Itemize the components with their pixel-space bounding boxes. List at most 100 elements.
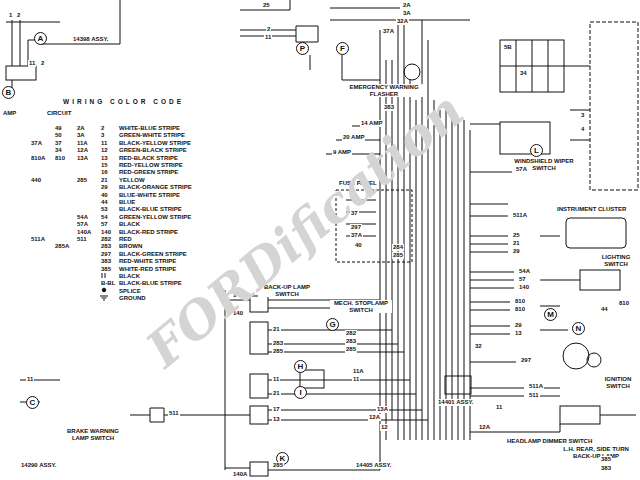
color-code-entry: 810A <box>30 155 46 162</box>
color-code-entry: RED-GREEN STRIPE <box>118 169 179 176</box>
wire-label: 511A <box>528 383 544 390</box>
wire-label: 17 <box>272 406 281 413</box>
wire-label: 34 <box>519 70 528 77</box>
wire-label: 4 <box>580 126 585 133</box>
color-code-entry: 140 <box>100 229 112 236</box>
wire-label: L.H. REAR, SIDE TURN BACK-UP LAMP <box>555 446 637 459</box>
connector-block <box>500 40 564 92</box>
color-code-entry: 140A <box>76 229 92 236</box>
connector-letter: B <box>6 89 12 97</box>
connector-circle: I <box>294 386 307 399</box>
wire-label: 3 <box>580 112 585 119</box>
diagram-label: 2 <box>266 26 271 33</box>
wire <box>20 380 250 422</box>
wire-label: 14 AMP <box>360 120 383 127</box>
connector-letter: G <box>329 321 335 329</box>
color-code-entry: 2 <box>100 125 105 132</box>
connector-letter: M <box>547 311 554 319</box>
housing-outline <box>590 22 638 190</box>
color-code-entry: RED <box>118 236 133 243</box>
splice-symbol <box>102 288 106 292</box>
wire <box>564 66 590 140</box>
color-code-entry: YELLOW <box>118 177 146 184</box>
color-code-entry: GREEN-YELLOW STRIPE <box>118 214 192 221</box>
flasher-symbol <box>404 64 420 80</box>
color-code-entry: SPLICE <box>118 288 142 295</box>
connector-letter: A <box>38 35 44 43</box>
connector-circle: H <box>294 360 307 373</box>
connector-letter: N <box>576 325 582 333</box>
color-code-entry: BLACK-BLUE STRIPE <box>118 206 183 213</box>
color-code-entry: B-BL <box>100 280 116 287</box>
wire-label: 285 <box>272 348 284 355</box>
wire-label: 14290 ASSY. <box>20 462 57 469</box>
color-code-entry: 54A <box>76 214 89 221</box>
wire-label: LIGHTING SWITCH <box>595 254 637 267</box>
connector-letter: P <box>300 45 305 53</box>
wire-label: 2A <box>402 2 412 9</box>
wire-label: 385 <box>600 456 612 463</box>
wire-label: 44 <box>600 306 609 313</box>
dimmer-switch <box>560 406 600 424</box>
color-code-entry: 511A <box>30 236 46 243</box>
wire-label: 511 <box>528 392 540 399</box>
ignition-switch <box>563 343 589 369</box>
connector-block <box>500 40 564 92</box>
wire <box>6 0 120 95</box>
color-code-entry: 49 <box>54 125 63 132</box>
color-code-entry: BLACK-GREEN STRIPE <box>118 251 188 258</box>
color-code-entry: BLACK-BLUE STRIPE <box>118 280 183 287</box>
connector-letter: F <box>340 45 345 53</box>
wire-label: 511 <box>168 410 180 417</box>
wire-label: 29 <box>512 248 521 255</box>
wire <box>268 300 428 470</box>
color-code-entry: 37A <box>30 140 43 147</box>
wire-label: 13 <box>514 330 523 337</box>
connector-body <box>250 406 268 424</box>
wire-label: 11 <box>26 376 34 383</box>
wire-label: 283 <box>272 340 284 347</box>
wire-label: 140A <box>232 471 248 478</box>
wire-label: 12A <box>368 414 381 421</box>
wire-label: 810 <box>514 306 526 313</box>
wire-label: 810 <box>514 298 526 305</box>
diagram-label: CIRCUIT <box>46 110 72 117</box>
wire-label: 282 <box>345 330 357 337</box>
diagram-label: 14398 ASSY. <box>72 36 109 43</box>
wire-label: 29 <box>514 322 523 329</box>
wire-label: 12 <box>380 424 389 431</box>
wire-label: 11A <box>352 368 365 375</box>
color-code-entry: 283 <box>100 243 112 250</box>
color-code-entry: BLACK-YELLOW STRIPE <box>118 140 192 147</box>
wire-label: 297 <box>520 357 532 364</box>
wire-label: 285 <box>392 252 404 259</box>
color-code-entry: 40 <box>100 192 109 199</box>
color-code-entry: 11 <box>100 140 108 147</box>
lighting-switch <box>580 270 620 290</box>
wire-label: 40 <box>354 242 363 249</box>
color-code-entry: 53 <box>100 206 109 213</box>
color-code-entry: 13 <box>100 155 109 162</box>
wire-label: BRAKE WARNING LAMP SWITCH <box>62 428 124 441</box>
connector-circle: N <box>572 322 585 335</box>
diagram-label: AMP <box>2 110 17 117</box>
color-code-entry: 511 <box>76 236 88 243</box>
color-code-entry: 297 <box>100 251 112 258</box>
wire-label: 54A <box>518 268 531 275</box>
connector-body <box>250 374 268 398</box>
color-code-entry: 3A <box>76 132 86 139</box>
wire-label: 20 AMP <box>342 134 365 141</box>
diagram-label: WIRING COLOR CODE <box>62 98 185 105</box>
color-code-entry: BROWN <box>118 243 143 250</box>
wire-harness <box>380 20 470 440</box>
color-code-entry: 16 <box>100 169 109 176</box>
wire-label: 12A <box>478 424 491 431</box>
wire <box>310 8 470 80</box>
color-code-entry: 285A <box>54 243 70 250</box>
color-code-entry: BLACK <box>118 221 141 228</box>
connector-letter: I <box>299 389 301 397</box>
connector-letter: L <box>534 147 539 155</box>
wire-label: 25 <box>512 232 521 239</box>
wire-label: 140 <box>518 284 530 291</box>
color-code-entry: RED-YELLOW STRIPE <box>118 162 184 169</box>
